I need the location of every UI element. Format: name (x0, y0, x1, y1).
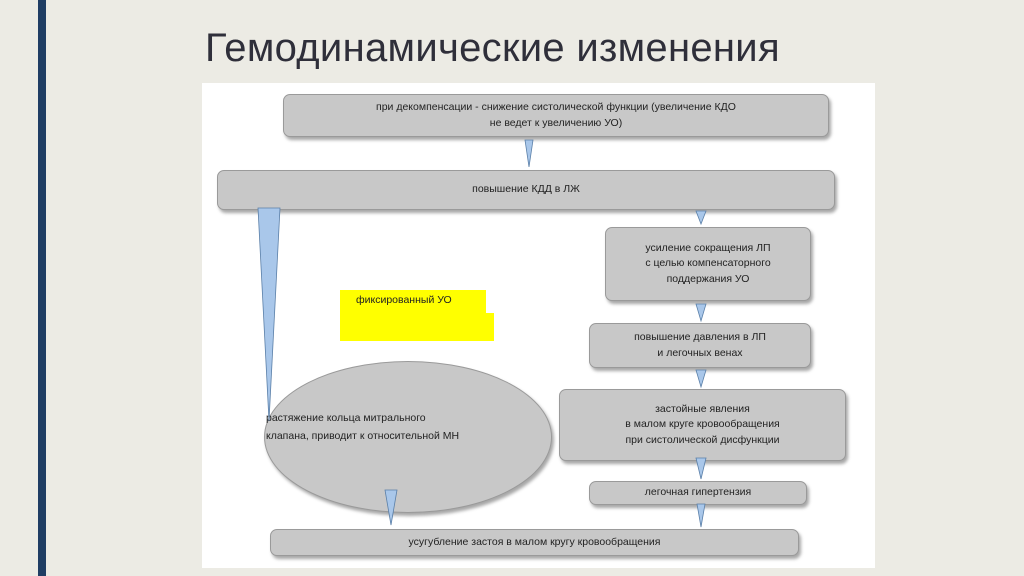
node-fixed-uo-notch (486, 290, 494, 313)
node-congestion: застойные явления в малом круге кровообр… (559, 389, 846, 461)
node-kdd-increase: повышение КДД в ЛЖ (217, 170, 835, 210)
arrow-mitral-to-worsening (384, 489, 398, 526)
node-congestion-text: застойные явления в малом круге кровообр… (625, 403, 780, 446)
node-decompensation-text: при декомпенсации - снижение систолическ… (376, 101, 736, 129)
node-decompensation: при декомпенсации - снижение систолическ… (283, 94, 829, 137)
node-worsening-text: усугубление застоя в малом кругу кровооб… (408, 535, 661, 548)
arrow-kdd-to-mitral (257, 207, 281, 422)
arrow-decompensation-to-kdd (524, 139, 534, 168)
node-lp-contraction-text: усиление сокращения ЛП с целью компенсат… (645, 242, 771, 285)
flowchart-canvas: при декомпенсации - снижение систолическ… (202, 83, 875, 568)
node-worsening: усугубление застоя в малом кругу кровооб… (270, 529, 799, 556)
node-lp-contraction: усиление сокращения ЛП с целью компенсат… (605, 227, 811, 301)
slide-title: Гемодинамические изменения (205, 26, 780, 70)
slide-accent-bar (38, 0, 46, 576)
arrow-pressure-to-congestion (695, 369, 707, 389)
node-pulmonary-hypertension-text: легочная гипертензия (644, 486, 752, 499)
node-lp-pressure-text: повышение давления в ЛП и легочных венах (634, 331, 766, 359)
node-kdd-increase-text: повышение КДД в ЛЖ (472, 183, 580, 196)
node-mitral-ring-text: растяжение кольца митрального клапана, п… (266, 412, 460, 443)
arrow-lp-contraction-to-pressure (695, 303, 707, 323)
node-lp-pressure: повышение давления в ЛП и легочных венах (589, 323, 811, 368)
node-mitral-ring (264, 361, 552, 513)
node-fixed-uo-text: фиксированный УО (356, 294, 452, 306)
node-fixed-uo (340, 290, 494, 341)
flow-arrows (257, 139, 707, 528)
arrow-hypertension-to-worsening (696, 503, 706, 528)
arrow-kdd-to-lp-contraction (695, 210, 707, 226)
arrow-congestion-to-hypertension (695, 457, 707, 480)
